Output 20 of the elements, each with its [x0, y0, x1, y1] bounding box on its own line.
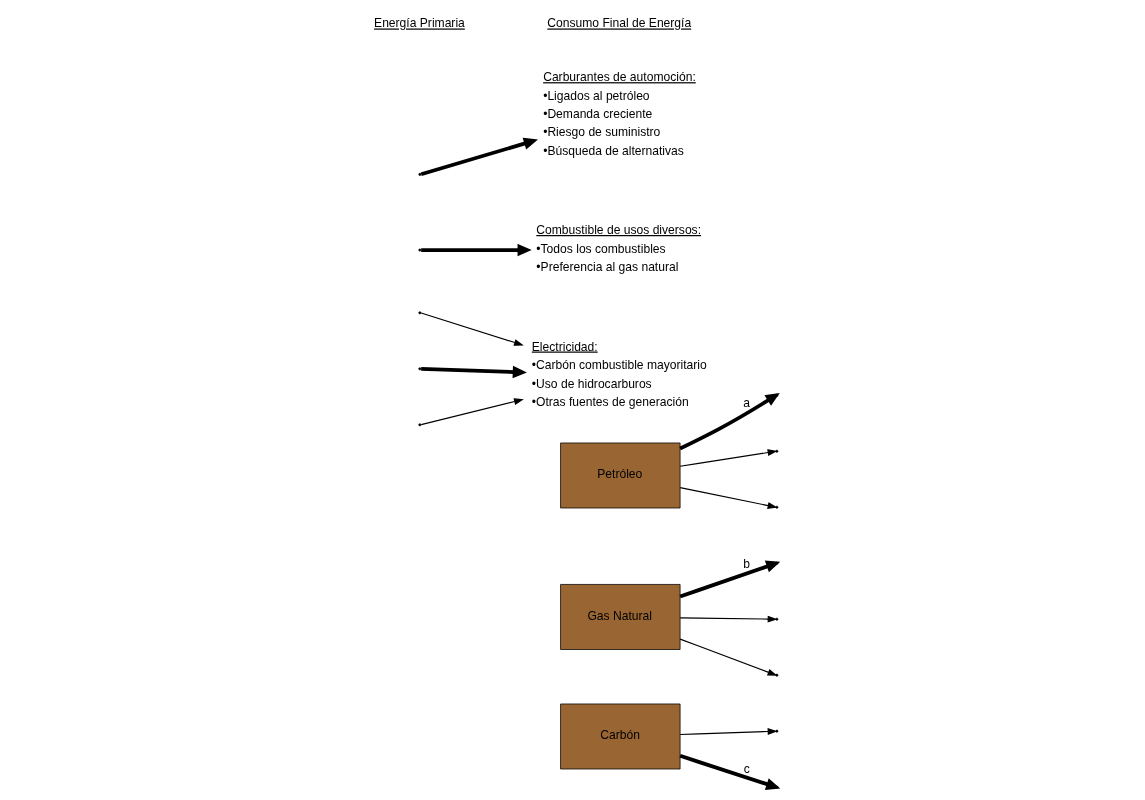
node-text: Carburantes de automoción: •Ligados al petróleo •Demanda creciente •Riesgo de suministro •Búsqueda de alternativas [542, 70, 696, 158]
arrow [420, 365, 527, 379]
arrow [679, 638, 777, 676]
node-text: Electricidad: •Carbón combustible mayoritario •Uso de hidrocarburos •Otras fuentes de generación [531, 339, 707, 409]
label: Consumo Final de Energía [546, 16, 691, 31]
arrow [420, 398, 524, 426]
edge-label: b [742, 556, 750, 571]
edge-label: a [742, 396, 750, 411]
arrow [420, 137, 538, 177]
arrow [420, 312, 524, 346]
arrow [679, 728, 777, 736]
node-box: Carbón [559, 703, 680, 770]
label: Energía Primaria [373, 16, 465, 31]
arrow [679, 615, 777, 623]
arrow [420, 243, 532, 257]
node-box: Petróleo [559, 442, 680, 509]
node-box: Gas Natural [559, 584, 680, 650]
node-text: Combustible de usos diversos: •Todos los combustibles •Preferencia al gas natural [535, 223, 701, 275]
arrow [679, 449, 777, 467]
edge-label: c [743, 762, 750, 777]
